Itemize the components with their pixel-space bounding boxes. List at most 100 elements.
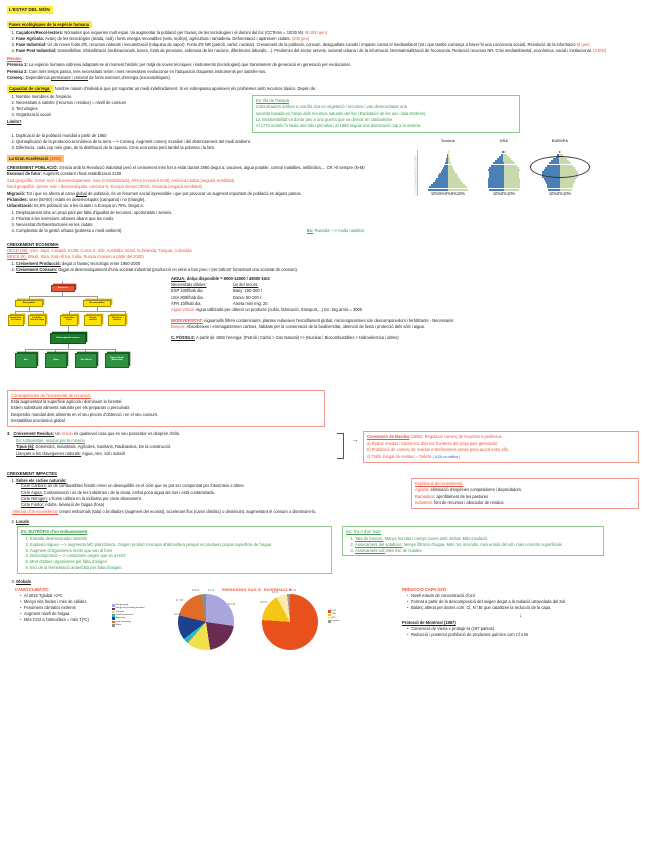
pyramid-tunisia: Tunísia 10%5%0%5%10% <box>422 139 474 196</box>
table-cell: Aixeta mini mig: 20 <box>233 301 268 307</box>
pie-pct: 13.5 % <box>192 590 200 593</box>
arrow-right-icon: → <box>351 437 359 445</box>
box-line: societat basada en l'abús dels recursos … <box>256 110 427 116</box>
legend-label: F-gases <box>331 619 339 622</box>
pyramid-bar <box>478 171 530 174</box>
fase-note: 60.000 gen) <box>305 30 327 36</box>
diagram-box-aigua: Aigua <box>45 352 67 368</box>
list-item: Prioritat a les inversions urbanes abans… <box>16 216 307 221</box>
list-item: Format a partir de la descomposició del … <box>407 599 639 604</box>
box-line: La insostenibilitat va donar peu a una g… <box>256 116 394 122</box>
box-explotacio-ecosistema: Explotació del ecosistema: Agrària: elim… <box>411 477 639 510</box>
list-item: Fase Industrial: Ús de noves fonts d'E, … <box>16 42 639 47</box>
diagram-box-flux-biotics: Flux Biòtics Terra, Aire, Aigua <box>28 314 46 326</box>
fase-label: Caçadors/Recol·lectors: <box>16 30 64 36</box>
diagram-box-sobreexplotacio: Sobreexplotació recursos <box>50 332 86 344</box>
list-item: Creixement Producció: degut a l'avanç te… <box>16 261 639 266</box>
pyramid-bar <box>478 153 530 156</box>
box-line: a) Reduir residus i tractar-los dins les… <box>367 440 498 446</box>
capacitat-text: Nombre màxim d'individus que pot suporta… <box>54 86 317 92</box>
list-item: Sobre els ciclies naturals: Cicle Carbon… <box>16 478 407 508</box>
section-acceleracio-heading: La Gran Acceleració (1950) <box>7 154 639 163</box>
limits-list: Duplicació de la població mundial a part… <box>7 133 639 150</box>
brics-line: BRICS (5): Brasil, Xina, Sud-Àfrica, Índ… <box>7 254 144 260</box>
list-item: Balanç alterat per àtoms com: Cl, N i Br… <box>407 605 639 610</box>
example-box-illa-pasqua: Ex: Illa de Pasqua Colonitzadors arriben… <box>252 94 520 133</box>
pie-pct: 6.2 % <box>272 592 278 595</box>
pyramid-bar <box>422 164 474 167</box>
aigua-virtual: Aigua virtual: Aigua utilitzada per obte… <box>171 307 363 313</box>
pyramid-bar <box>422 153 474 156</box>
diagram-box-no-renovables: No renovables <box>83 299 111 307</box>
list-item: Necessitat d'infraestructures en les ciu… <box>16 222 307 227</box>
table-cell: Dutxa: 50-100 l <box>233 294 261 300</box>
list-item: Fase Post Industrial: Sostenibilitat. Gl… <box>16 48 639 53</box>
legend-label: Agriculture <box>115 617 126 620</box>
legend-swatch <box>112 607 115 611</box>
pyramid-bar <box>478 175 530 178</box>
fase-label: Fase Industrial: <box>16 42 47 48</box>
list-item: Assecament sòl: Més risc de riuades <box>355 548 600 553</box>
pyramid-bar <box>422 157 474 161</box>
legend-swatch <box>328 610 331 613</box>
legend-swatch <box>328 620 331 623</box>
section-economia-heading: CREIXEMENT ECONOMIA <box>7 241 59 247</box>
legend-item: N2O <box>328 617 356 620</box>
list-item: Fase Agrícola: Avanç de les tecnologies … <box>16 36 639 41</box>
notes-page: L'ESTAT DEL MÓN Fases ecològiques de la … <box>0 0 646 654</box>
pie-pct: 26.0 % <box>228 604 236 607</box>
section-capacitat-heading: Capacitat de càrrega: Nombre màxim d'ind… <box>7 85 639 93</box>
capa-ozo-list: Nivell màxim de concentració d'ozó Forma… <box>402 593 639 610</box>
box-line: Al 1772 només hi havia una tribu primiti… <box>256 123 422 129</box>
legend-swatch <box>328 616 331 620</box>
list-item: Més CO2 a l'atmosfera = més T(ºC) <box>20 617 112 622</box>
aigua-line: AIGUA: dolça disponible = 9000-14000 / 4… <box>171 275 270 281</box>
legend-label: N2O <box>331 616 336 619</box>
diagram-box-plantes: Plantes i Animals (Biodiversitat) <box>105 352 129 368</box>
list-item: Mort d'altres organismes per falta d'oxi… <box>30 559 328 564</box>
fases-list: Caçadors/Recol·lectors: Nòmades que requ… <box>7 30 639 53</box>
list-item: Duplicació de la població mundial a part… <box>16 133 639 138</box>
sud-geopolitic: Sud geopolític: tercer món i desenvolupa… <box>7 177 235 183</box>
box-line: Colonitzadors arriben a una illa rica en… <box>256 104 407 110</box>
pyramid-bar <box>422 179 474 182</box>
box-title: Convenció de Basilea (1992): Regulació c… <box>367 434 503 440</box>
legend-swatch <box>328 613 331 617</box>
legend-item: Transport <box>112 611 174 614</box>
legend-label: Industrial processes <box>115 613 134 616</box>
fase-text: Ús de noves fonts d'E, recursos naturals… <box>47 42 576 48</box>
pyramid-bar <box>422 171 474 174</box>
list-item: Globals <box>16 579 639 584</box>
pyramid-title: Tunísia <box>441 139 455 144</box>
pyramid-bar <box>478 177 530 180</box>
box-title: Ex: EUTRÒFIA d'un embassament <box>21 529 88 535</box>
list-item: Quintuplicació de la producció econòmica… <box>16 139 639 144</box>
residus-example: Ex: Uzbekistan, residus per la mineria <box>16 437 85 443</box>
handwritten-note: ( USA no ratifica ) <box>432 454 461 459</box>
pie-chart-emissions: 13.5 % 3.1 % 26.0 % 17.4 % 13.1 % <box>174 590 240 651</box>
pyramid-x-axis: 10%0%10% <box>548 190 572 196</box>
pie-pct: 3.1 % <box>208 590 214 593</box>
list-item: Explosió Algues —> augmenta MO planctòni… <box>30 542 328 547</box>
box-title: Ex: TALA d'un bosc <box>346 529 382 535</box>
box-line: Estem substituint aliments naturals per … <box>11 405 130 411</box>
box-line: Desperdici mundial dels aliments en el s… <box>11 411 159 417</box>
legend-item: Energy supply <box>112 604 174 607</box>
box-line: b) Prohibició de comerç de residus entre… <box>367 447 509 453</box>
fase-note: (400 gen) <box>291 36 310 42</box>
pyramid-bar <box>478 151 530 154</box>
box-line: Agrària: eliminació d'espècies competido… <box>415 487 523 493</box>
legend-item: Industrial processes <box>112 614 174 617</box>
list-item: Convenció de Viena x protegir-la (197 pa… <box>407 626 639 631</box>
pie-pct: 1.7 % <box>290 590 296 593</box>
arrow-down-icon: ↓ <box>519 612 522 619</box>
pie-pct: 13.1 % <box>174 614 182 617</box>
biodiversitat-line: BIODIVERSITAT: Aiguamolls filtren contam… <box>171 317 454 323</box>
list-item: Al 2015 Tglobal >1ºC <box>20 593 112 598</box>
fase-label: Fase Agrícola: <box>16 36 45 42</box>
table-cell: USA 800l/hab dia. <box>171 294 204 300</box>
pyramid-bar <box>422 184 474 187</box>
acceleracio-heading-text: La Gran Acceleració (1950) <box>7 154 65 163</box>
box-line: Ramadera: aprofitament de les pastures <box>415 493 489 499</box>
